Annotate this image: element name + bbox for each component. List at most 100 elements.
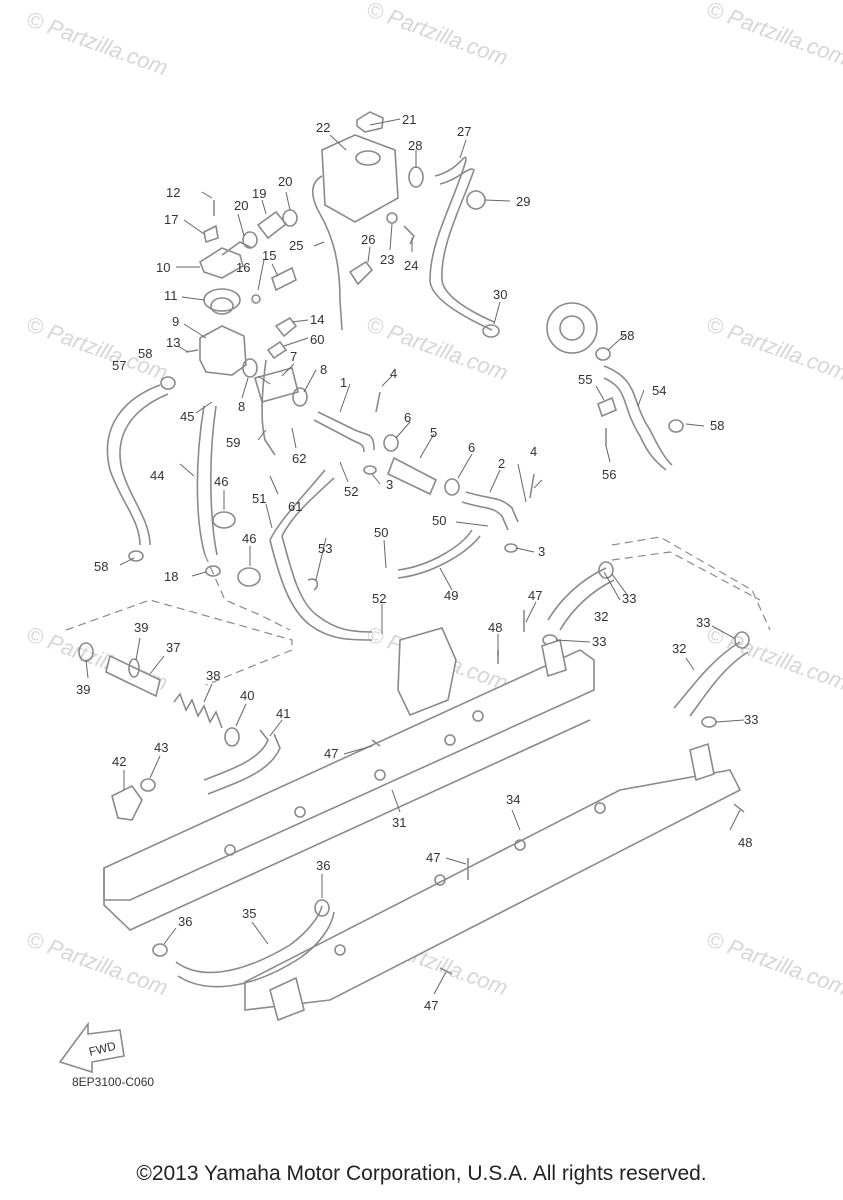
watermark: © Partzilla.com (703, 0, 843, 70)
hx34-hole-4 (594, 802, 606, 814)
callout-11: 11 (164, 288, 178, 303)
callout-16: 16 (236, 260, 250, 275)
clamp-6a (383, 434, 399, 452)
bolt-47b (371, 739, 381, 747)
clamp-46a (212, 511, 236, 529)
callout-40: 40 (240, 688, 254, 703)
upper-hose-27-inner (439, 168, 495, 323)
leader-lines (85, 118, 745, 995)
callout-23: 23 (380, 252, 394, 267)
callout-28: 28 (408, 138, 422, 153)
clamp-36b (314, 899, 330, 917)
reservoir-neck (355, 150, 381, 166)
watermark: © Partzilla.com (703, 926, 843, 1000)
callout-18: 18 (164, 569, 178, 584)
callout-44: 44 (150, 468, 164, 483)
copyright-notice: ©2013 Yamaha Motor Corporation, U.S.A. A… (136, 1162, 707, 1185)
callout-2: 2 (498, 456, 505, 471)
hose-41 (203, 729, 269, 781)
hose-35-inner (177, 911, 335, 988)
callout-59: 59 (226, 435, 240, 450)
callout-50a: 50 (432, 513, 446, 528)
watermark: © Partzilla.com (363, 311, 511, 385)
callout-33a: 33 (622, 591, 636, 606)
callout-47d: 47 (424, 998, 438, 1013)
callout-42: 42 (112, 754, 126, 769)
callout-26: 26 (361, 232, 375, 247)
watermark: © Partzilla.com (23, 926, 171, 1000)
callout-33d: 33 (744, 712, 758, 727)
spring-38 (173, 692, 223, 729)
clip-17 (203, 224, 219, 244)
watermark: © Partzilla.com (703, 311, 843, 385)
clamp-33a (598, 561, 614, 579)
hose-54 (603, 365, 673, 466)
hose-41-inner (207, 733, 281, 795)
clamp-33d (701, 716, 717, 728)
callout-22: 22 (316, 120, 330, 135)
hose-44-inner (210, 405, 218, 556)
hose-32b-inner (689, 651, 749, 717)
callout-58a: 58 (138, 346, 152, 361)
callout-1: 1 (340, 375, 347, 390)
end-fitting-34 (269, 976, 305, 1022)
elbow-42 (111, 784, 143, 821)
cooler-pipe-dashed (611, 536, 771, 631)
hose-49-inner (397, 535, 481, 579)
clamp-20a (242, 231, 258, 249)
fwd-label: FWD (87, 1039, 117, 1059)
callout-20a: 20 (234, 198, 248, 213)
callout-62: 62 (292, 451, 306, 466)
temperature-sensor (271, 266, 297, 292)
fitting-60 (266, 340, 288, 360)
callout-58d: 58 (710, 418, 724, 433)
bolt-4b (529, 473, 535, 499)
callout-6a: 6 (404, 410, 411, 425)
hose-51 (269, 539, 373, 641)
callout-32b: 32 (672, 641, 686, 656)
callout-38: 38 (206, 668, 220, 683)
callout-58b: 58 (94, 559, 108, 574)
callout-56: 56 (602, 467, 616, 482)
hx34-hole-1 (334, 944, 346, 956)
callout-39a: 39 (76, 682, 90, 697)
clamp-20b (282, 209, 298, 227)
callout-30: 30 (493, 287, 507, 302)
bolt-24 (403, 225, 415, 245)
callout-9: 9 (172, 314, 179, 329)
water-pump (546, 302, 598, 354)
callout-43: 43 (154, 740, 168, 755)
callout-48a: 48 (488, 620, 502, 635)
clip-53 (307, 578, 319, 591)
parts (58, 111, 771, 1074)
callout-48b: 48 (738, 835, 752, 850)
callout-14: 14 (310, 312, 324, 327)
bolt-4a (375, 391, 381, 413)
callout-21: 21 (402, 112, 416, 127)
heat-exchanger-31-top (103, 719, 591, 931)
hose-2-inner (461, 501, 509, 531)
diagram-code: 8EP3100-C060 (72, 1075, 154, 1089)
hose-51-top-inner (281, 477, 335, 537)
callout-47b: 47 (324, 746, 338, 761)
hose-57-inner (119, 393, 169, 546)
clamp-18 (205, 565, 221, 577)
callout-52b: 52 (372, 591, 386, 606)
callout-5: 5 (430, 425, 437, 440)
cooler-pipe-dashed-2 (611, 551, 761, 601)
hx31-hole-4 (444, 734, 456, 746)
hose-1 (317, 411, 375, 451)
clamp-33c (734, 631, 750, 649)
hx34-hole-2 (434, 874, 446, 886)
callout-8b: 8 (238, 399, 245, 414)
callout-17: 17 (164, 212, 178, 227)
callout-29: 29 (516, 194, 530, 209)
clamp-8a (242, 358, 258, 378)
water-pump-hub (559, 315, 585, 341)
callout-53: 53 (318, 541, 332, 556)
hose-54-inner (603, 377, 667, 471)
fitting-34 (689, 742, 715, 782)
thermostat-outlet (221, 241, 253, 256)
callout-46b: 46 (242, 531, 256, 546)
